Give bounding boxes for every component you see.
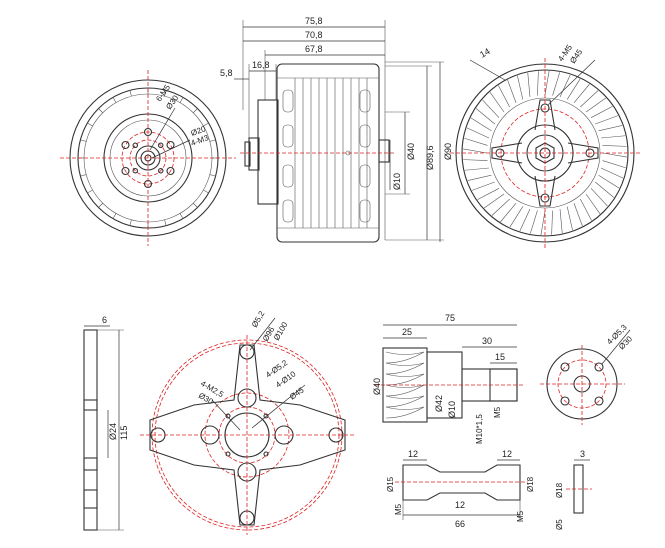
dim-dia10-adapter: Ø10 bbox=[447, 401, 457, 418]
shaft-side-view: 12 12 66 12 Ø15 Ø18 M5 M5 bbox=[386, 449, 535, 529]
dim-12-right: 12 bbox=[502, 449, 512, 459]
dim-dia10-side: Ø10 bbox=[392, 173, 402, 190]
dim-dia90: Ø90 bbox=[443, 143, 453, 160]
label-m5-right: M5 bbox=[516, 510, 525, 522]
label-dia45-mount: Ø45 bbox=[288, 385, 306, 401]
label-m5-adapter: M5 bbox=[493, 406, 502, 418]
dim-115: 115 bbox=[119, 426, 129, 440]
dim-dia24-plate: Ø24 bbox=[108, 423, 118, 440]
dim-16-8: 16,8 bbox=[252, 60, 270, 70]
motor-rear-view: 14 4-M5 Ø45 bbox=[450, 43, 640, 248]
adapter-end-view: 4-Ø5,3 Ø30 bbox=[540, 322, 634, 425]
cross-mount-plate: Ø5,2 Ø96 Ø100 4-Ø5,2 4-Ø10 Ø45 4-M2,5 Ø3… bbox=[140, 309, 355, 535]
dim-15: 15 bbox=[495, 352, 505, 362]
dim-12-left: 12 bbox=[408, 449, 418, 459]
dim-dia15: Ø15 bbox=[386, 476, 395, 492]
dim-dia40-side: Ø40 bbox=[406, 143, 416, 160]
dim-67-8: 67,8 bbox=[305, 44, 323, 54]
dim-dia89-6: Ø89,6 bbox=[425, 145, 435, 170]
label-dia5-2: Ø5,2 bbox=[250, 309, 267, 329]
prop-adapter-side: 75 25 30 15 Ø40 Ø42 Ø10 M10*1,5 M5 bbox=[372, 313, 525, 444]
dim-25: 25 bbox=[402, 327, 412, 337]
shaft-end-view: 3 Ø18 Ø5 bbox=[555, 449, 592, 530]
dim-66: 66 bbox=[455, 519, 465, 529]
dim-6: 6 bbox=[102, 315, 107, 325]
motor-front-view: 6-M5 Ø30 Ø20 4-M3 bbox=[60, 70, 236, 246]
dim-dia42: Ø42 bbox=[434, 395, 444, 412]
dim-5-8: 5,8 bbox=[220, 68, 233, 78]
dim-dia40-adapter: Ø40 bbox=[372, 378, 382, 395]
motor-side-view: 75,8 70,8 67,8 16,8 5,8 Ø40 Ø89,6 bbox=[220, 16, 453, 243]
label-m10-1-5: M10*1,5 bbox=[475, 414, 484, 444]
dim-dia18-shaft: Ø18 bbox=[526, 476, 535, 492]
dim-70-8: 70,8 bbox=[305, 30, 323, 40]
plate-side-view: 6 115 Ø24 bbox=[83, 315, 129, 531]
dim-dia18-end: Ø18 bbox=[555, 482, 564, 498]
dim-75: 75 bbox=[445, 313, 455, 323]
dim-14: 14 bbox=[478, 46, 492, 60]
dim-dia5-end: Ø5 bbox=[555, 519, 564, 530]
dim-12-mid: 12 bbox=[455, 500, 465, 510]
dim-3: 3 bbox=[580, 449, 585, 459]
dim-30: 30 bbox=[482, 336, 492, 346]
label-m5-left: M5 bbox=[394, 503, 403, 515]
dim-75-8: 75,8 bbox=[305, 16, 323, 26]
label-dia100: Ø100 bbox=[272, 320, 290, 342]
